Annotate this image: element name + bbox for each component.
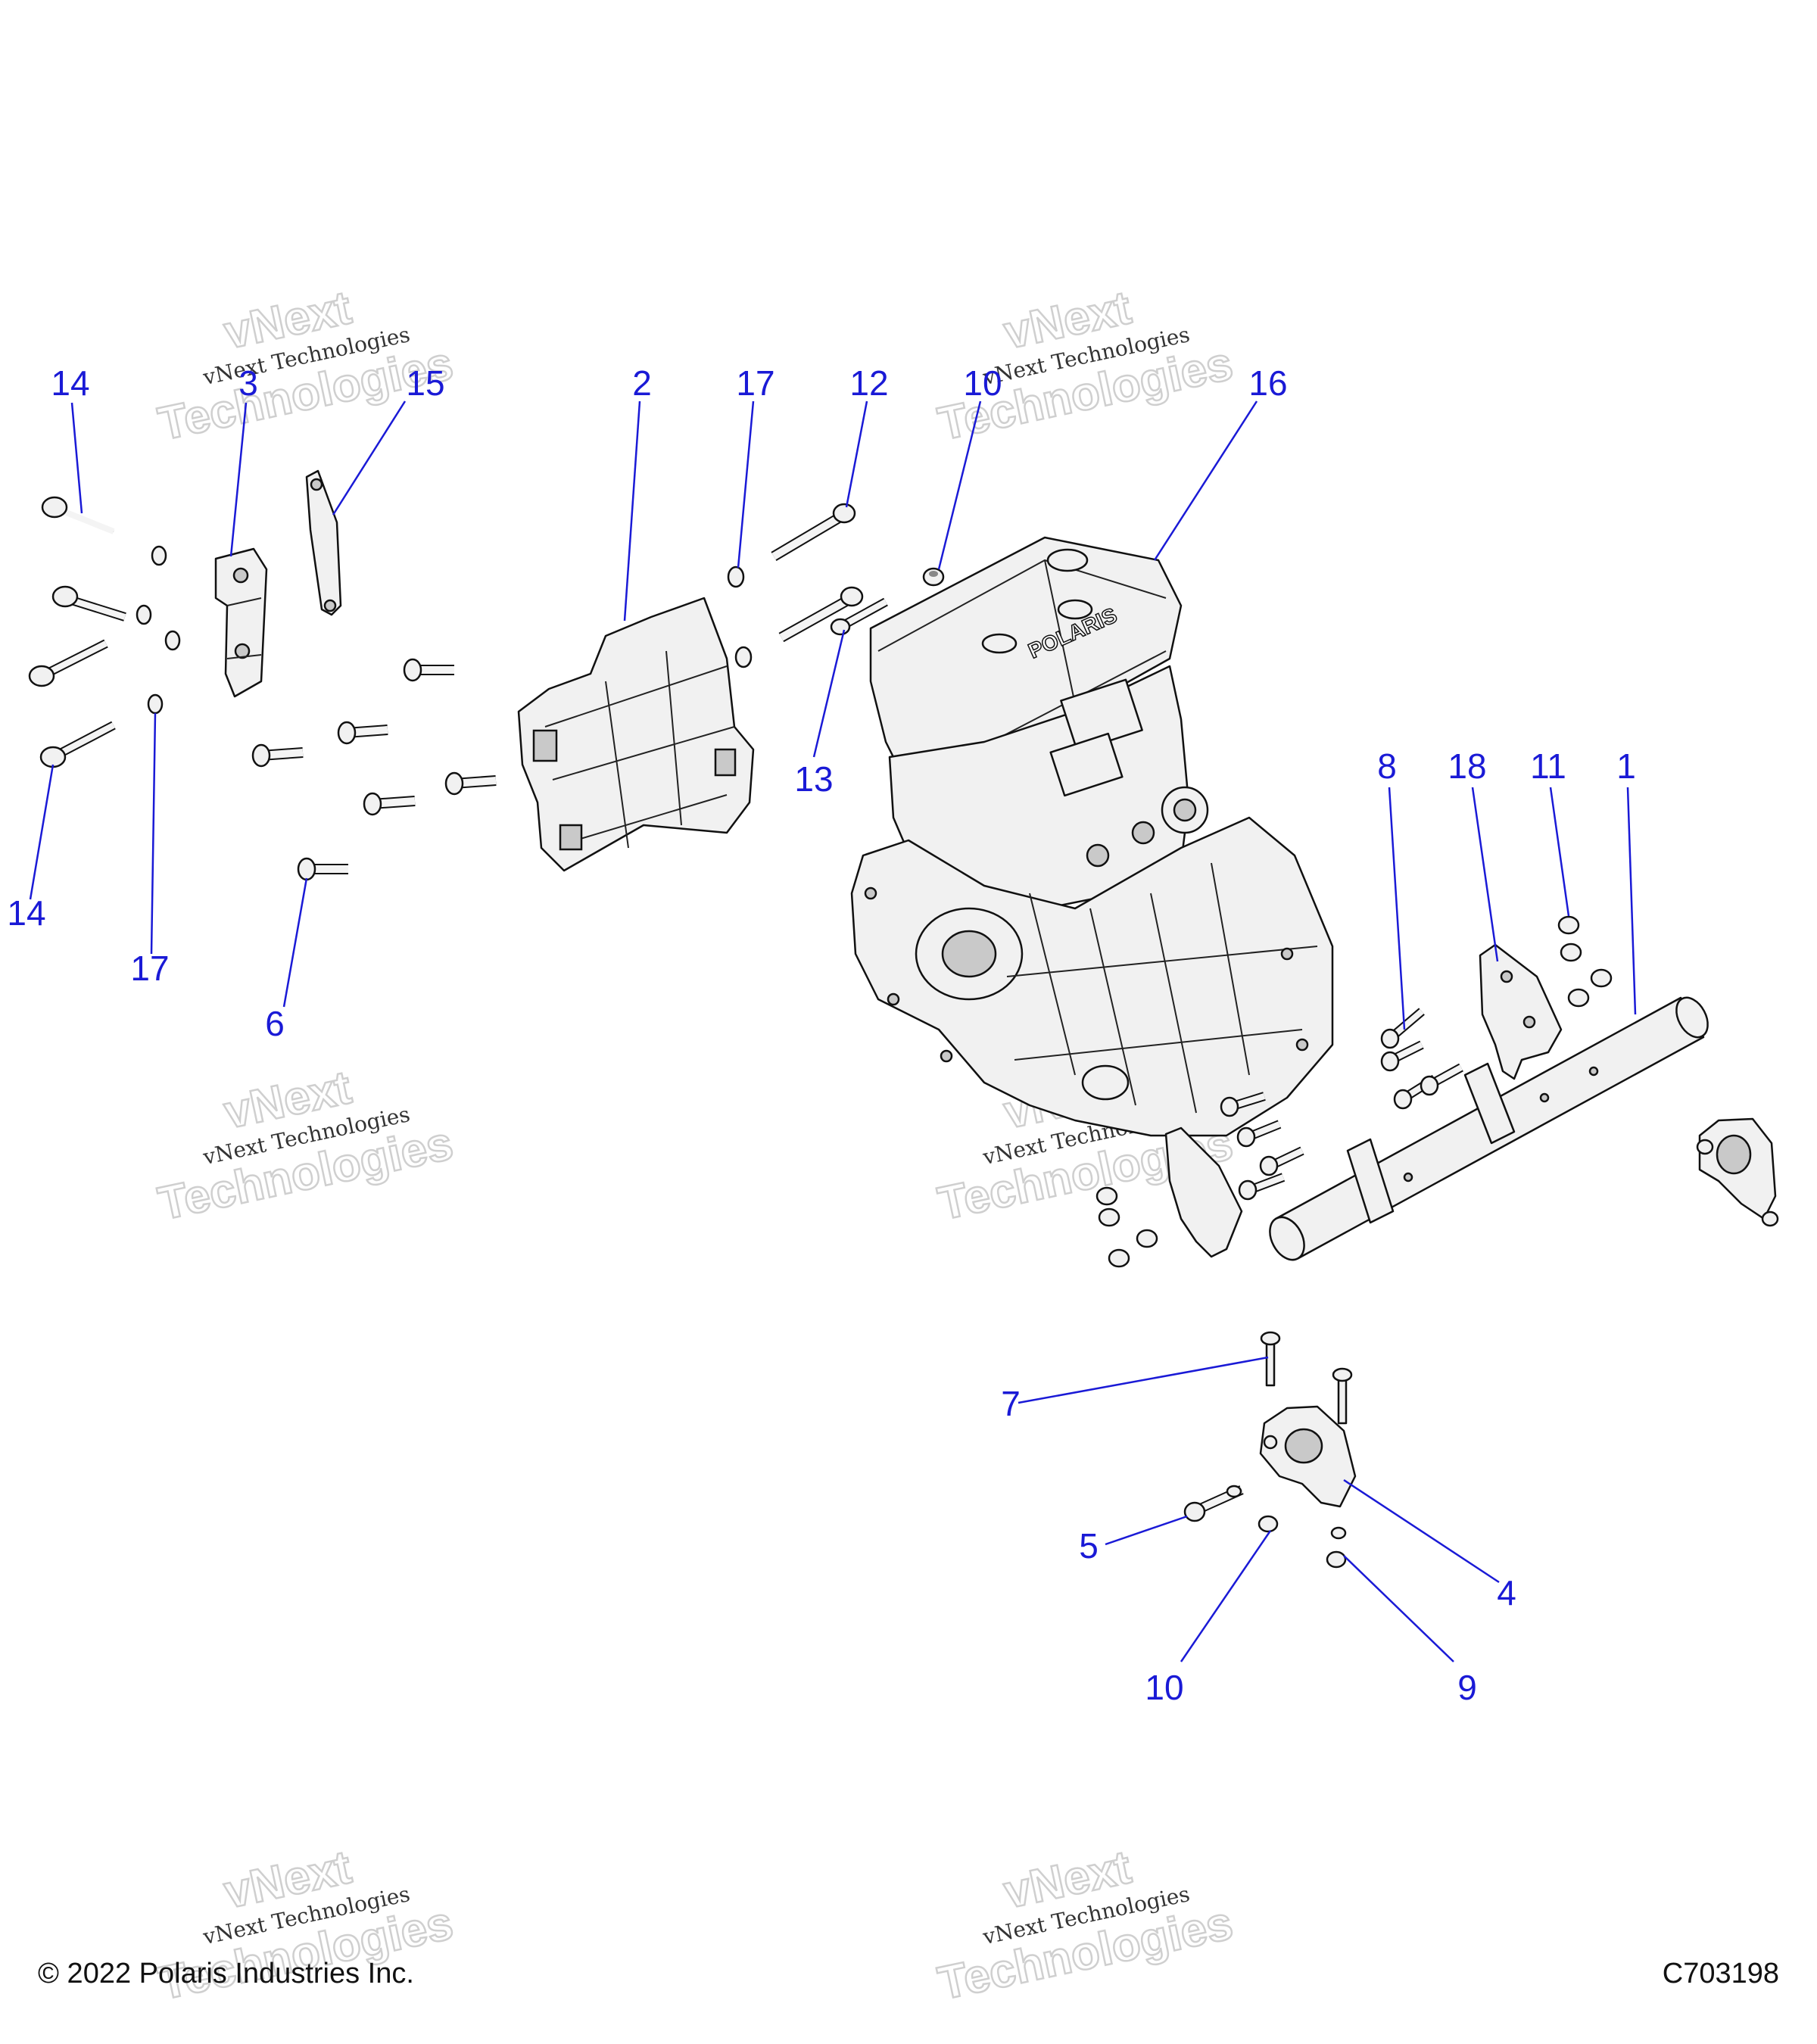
left-bolts	[28, 496, 181, 768]
callout-16: 16	[1248, 363, 1287, 403]
leader-8	[1388, 787, 1406, 1030]
washer-17-c	[164, 630, 181, 651]
nuts-11-group	[1557, 915, 1613, 1008]
watermark-top-left: vNext vNext Technologies Technologies	[153, 281, 458, 452]
leader-1	[1626, 787, 1637, 1015]
bolt-13-b	[830, 597, 888, 636]
link-plate-15	[305, 469, 342, 616]
washer-10-lower	[1226, 1485, 1279, 1533]
washer-17-b	[136, 604, 152, 625]
callout-11: 11	[1530, 746, 1566, 786]
callout-8: 8	[1377, 746, 1397, 786]
end-mount	[1696, 1117, 1779, 1227]
bolts-6-group	[251, 658, 497, 881]
nut-9	[1326, 1526, 1347, 1569]
callout-1: 1	[1616, 746, 1636, 786]
leader-lines	[29, 400, 1637, 1662]
bolt-left-3	[28, 639, 108, 687]
callout-2: 2	[632, 363, 652, 403]
leader-17b	[150, 712, 157, 955]
bolt-14-lower	[39, 721, 116, 768]
leader-17a	[737, 400, 755, 569]
leader-10b	[1180, 1530, 1272, 1662]
watermark-top-right: vNext vNext Technologies Technologies	[933, 281, 1238, 452]
callout-5: 5	[1079, 1526, 1099, 1566]
bolts-8-group	[1380, 1008, 1463, 1110]
callout-10-lower: 10	[1145, 1668, 1183, 1707]
engine-bracket-2	[517, 597, 755, 872]
bolt-6-b	[251, 743, 304, 768]
bolt-6-f	[297, 857, 348, 881]
bolt-7b	[1332, 1367, 1353, 1425]
leader-5	[1105, 1515, 1188, 1546]
lower-bolts-8	[1220, 1092, 1304, 1201]
callout-3: 3	[238, 363, 258, 403]
leader-7	[1018, 1356, 1269, 1404]
lower-nuts-11	[1095, 1186, 1158, 1268]
callout-17-upper: 17	[736, 363, 774, 403]
bolt-7	[1260, 1331, 1281, 1387]
bracket-3	[214, 547, 268, 698]
bolt-14-upper	[41, 496, 115, 534]
lower-plate-18	[1164, 1126, 1243, 1258]
watermark-bottom-right: vNext vNext Technologies Technologies	[933, 1840, 1238, 2011]
engine-mount-4	[1259, 1405, 1357, 1508]
bolt-6-c	[337, 721, 388, 745]
bolt-12	[771, 503, 856, 562]
leader-13	[812, 629, 846, 758]
leader-4	[1343, 1478, 1500, 1584]
leader-14a	[70, 402, 83, 514]
callout-17-lower: 17	[130, 949, 169, 988]
bolt-left-2	[51, 585, 126, 622]
callout-14-upper: 14	[51, 363, 89, 403]
mount-tube-1	[1269, 996, 1709, 1261]
washer-17-e	[727, 566, 745, 588]
callout-labels: 14 3 15 2 17 12 10 16 13 14 17 6 8 18 11…	[7, 363, 1635, 1707]
plate-18	[1479, 943, 1563, 1080]
drawing-number: C703198	[1662, 1958, 1779, 1989]
engine-16: POLARIS	[850, 536, 1334, 1137]
washer-17-f	[734, 646, 753, 668]
bolt-6-d	[444, 771, 497, 796]
leader-16	[1153, 400, 1258, 561]
callout-6: 6	[265, 1004, 285, 1043]
leader-9	[1343, 1555, 1454, 1662]
callout-9: 9	[1457, 1668, 1477, 1707]
nut-10-upper	[922, 567, 945, 587]
callout-14-lower: 14	[7, 893, 45, 933]
leader-11	[1549, 787, 1570, 917]
leader-15	[332, 400, 407, 516]
leader-10a	[937, 400, 982, 570]
leader-18	[1471, 787, 1499, 962]
leader-14b	[29, 764, 55, 900]
callout-7: 7	[1001, 1384, 1021, 1423]
washer-17-a	[151, 545, 167, 566]
leader-2	[623, 400, 641, 622]
callout-18: 18	[1448, 746, 1486, 786]
callout-10-upper: 10	[963, 363, 1002, 403]
bolt-6-e	[363, 792, 416, 816]
bolt-13-a	[778, 586, 864, 643]
callout-15: 15	[406, 363, 444, 403]
callout-13: 13	[794, 759, 833, 799]
bolt-6-a	[403, 658, 454, 682]
callout-12: 12	[849, 363, 888, 403]
washer-17-d	[147, 693, 164, 715]
leader-12	[845, 400, 868, 508]
leader-6	[282, 877, 308, 1008]
upper-fasteners	[727, 503, 945, 668]
watermark-mid-left: vNext vNext Technologies Technologies	[153, 1061, 458, 1232]
callout-4: 4	[1497, 1573, 1516, 1612]
leader-3	[229, 402, 248, 557]
copyright-text: © 2022 Polaris Industries Inc.	[38, 1958, 414, 1989]
